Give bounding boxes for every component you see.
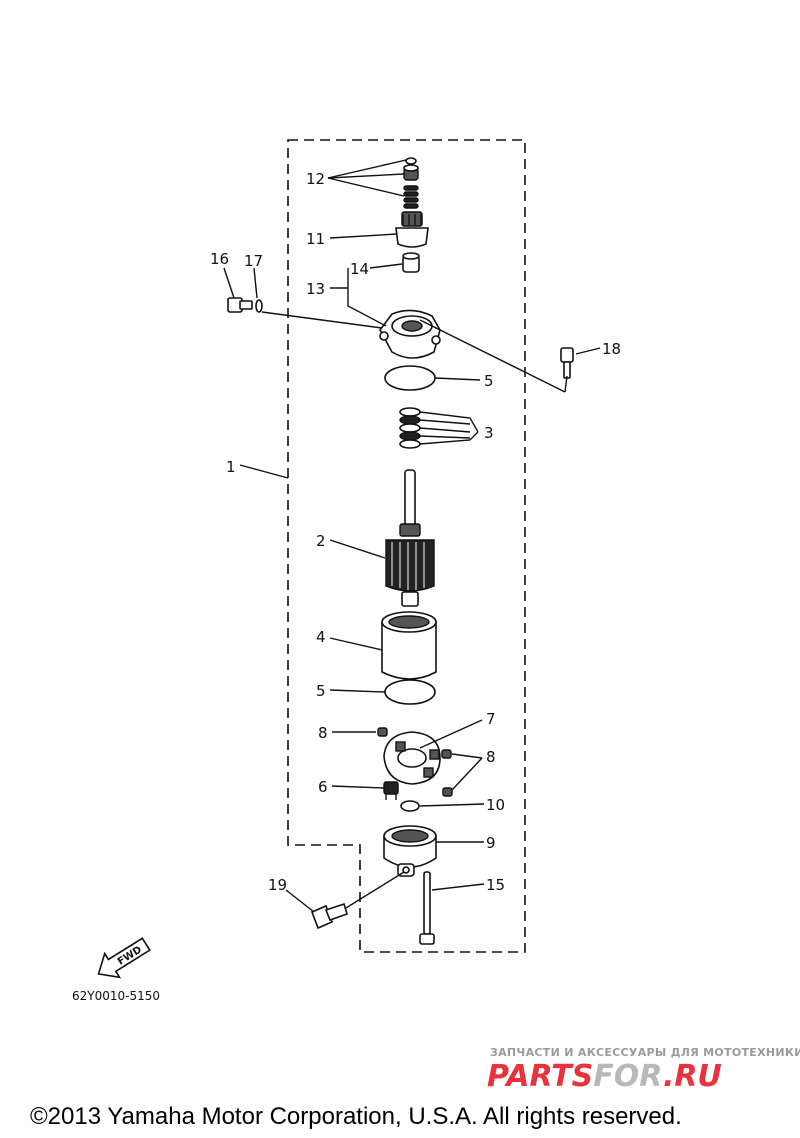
label-4: 4 [316, 628, 326, 646]
part-5-o-ring-upper [384, 365, 436, 391]
label-12: 12 [306, 170, 325, 188]
part-15-through-bolt [419, 871, 435, 945]
assembly-boundary [287, 139, 526, 953]
label-17: 17 [244, 252, 263, 270]
label-19: 19 [268, 876, 287, 894]
part-4-yoke [381, 611, 437, 680]
label-8-left: 8 [318, 724, 328, 742]
part-2-armature [385, 469, 435, 607]
part-9-rear-cover [383, 825, 437, 877]
watermark-logo: PARTSFOR.RU [487, 1059, 722, 1094]
part-16-bolt [227, 297, 253, 313]
label-11: 11 [306, 230, 325, 248]
part-5-o-ring-lower [384, 679, 436, 705]
label-5-lower: 5 [316, 682, 326, 700]
watermark-logo-ru: .RU [663, 1059, 722, 1094]
part-12-clip-collar-spring [403, 157, 419, 209]
label-14: 14 [350, 260, 369, 278]
diagram-code: 62Y0010-5150 [72, 989, 160, 1003]
label-18: 18 [602, 340, 621, 358]
label-16: 16 [210, 250, 229, 268]
part-7-brush-holder [383, 731, 441, 800]
part-17-washer [255, 299, 263, 313]
part-14-bushing [402, 252, 420, 273]
part-19-bolt [310, 902, 348, 930]
watermark-tagline: ЗАПЧАСТИ И АКСЕССУАРЫ ДЛЯ МОТОТЕХНИКИ [490, 1046, 800, 1059]
label-1: 1 [226, 458, 236, 476]
part-11-pinion-gear [395, 211, 429, 248]
label-2: 2 [316, 532, 326, 550]
part-3-washers [399, 407, 421, 449]
label-8-right: 8 [486, 748, 496, 766]
part-13-front-cover [379, 309, 441, 359]
label-10: 10 [486, 796, 505, 814]
watermark-logo-parts: PARTS [487, 1059, 593, 1094]
watermark-logo-for: FOR [593, 1059, 663, 1094]
label-6: 6 [318, 778, 328, 796]
copyright-notice: ©2013 Yamaha Motor Corporation, U.S.A. A… [30, 1103, 682, 1130]
part-18-bolt [560, 347, 574, 379]
label-7: 7 [486, 710, 496, 728]
label-3: 3 [484, 424, 494, 442]
part-8-brushes [377, 727, 453, 797]
label-15: 15 [486, 876, 505, 894]
fwd-arrow-icon: FWD [97, 937, 151, 979]
label-9: 9 [486, 834, 496, 852]
label-13: 13 [306, 280, 325, 298]
part-10-washer [400, 800, 420, 812]
label-5-upper: 5 [484, 372, 494, 390]
leader-lines [223, 159, 601, 913]
